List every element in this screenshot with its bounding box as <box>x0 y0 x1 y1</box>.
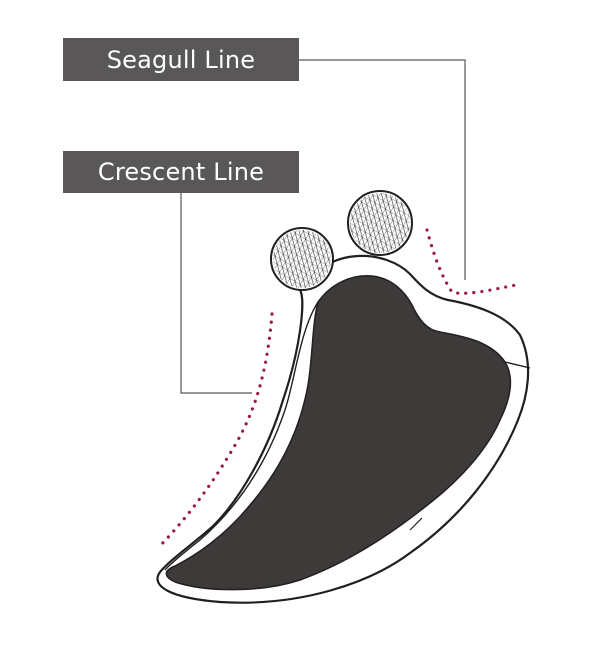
crescent-leader-line <box>180 193 252 394</box>
seagull-line-label: Seagull Line <box>63 38 299 81</box>
tool-bevel-bottom <box>409 517 423 531</box>
seagull-dotted-line <box>425 228 518 295</box>
seagull-line-label-text: Seagull Line <box>106 45 256 74</box>
tool-dark-face <box>165 275 512 591</box>
crescent-line-label-text: Crescent Line <box>97 158 265 186</box>
roller-ball-left <box>270 227 334 291</box>
tool-bevel-left <box>164 301 319 571</box>
roller-ball-right <box>347 190 413 256</box>
seagull-leader-line <box>299 59 466 280</box>
crescent-dotted-line <box>156 312 274 550</box>
tool-bevel-right <box>504 361 531 369</box>
crescent-line-label: Crescent Line <box>63 151 299 193</box>
